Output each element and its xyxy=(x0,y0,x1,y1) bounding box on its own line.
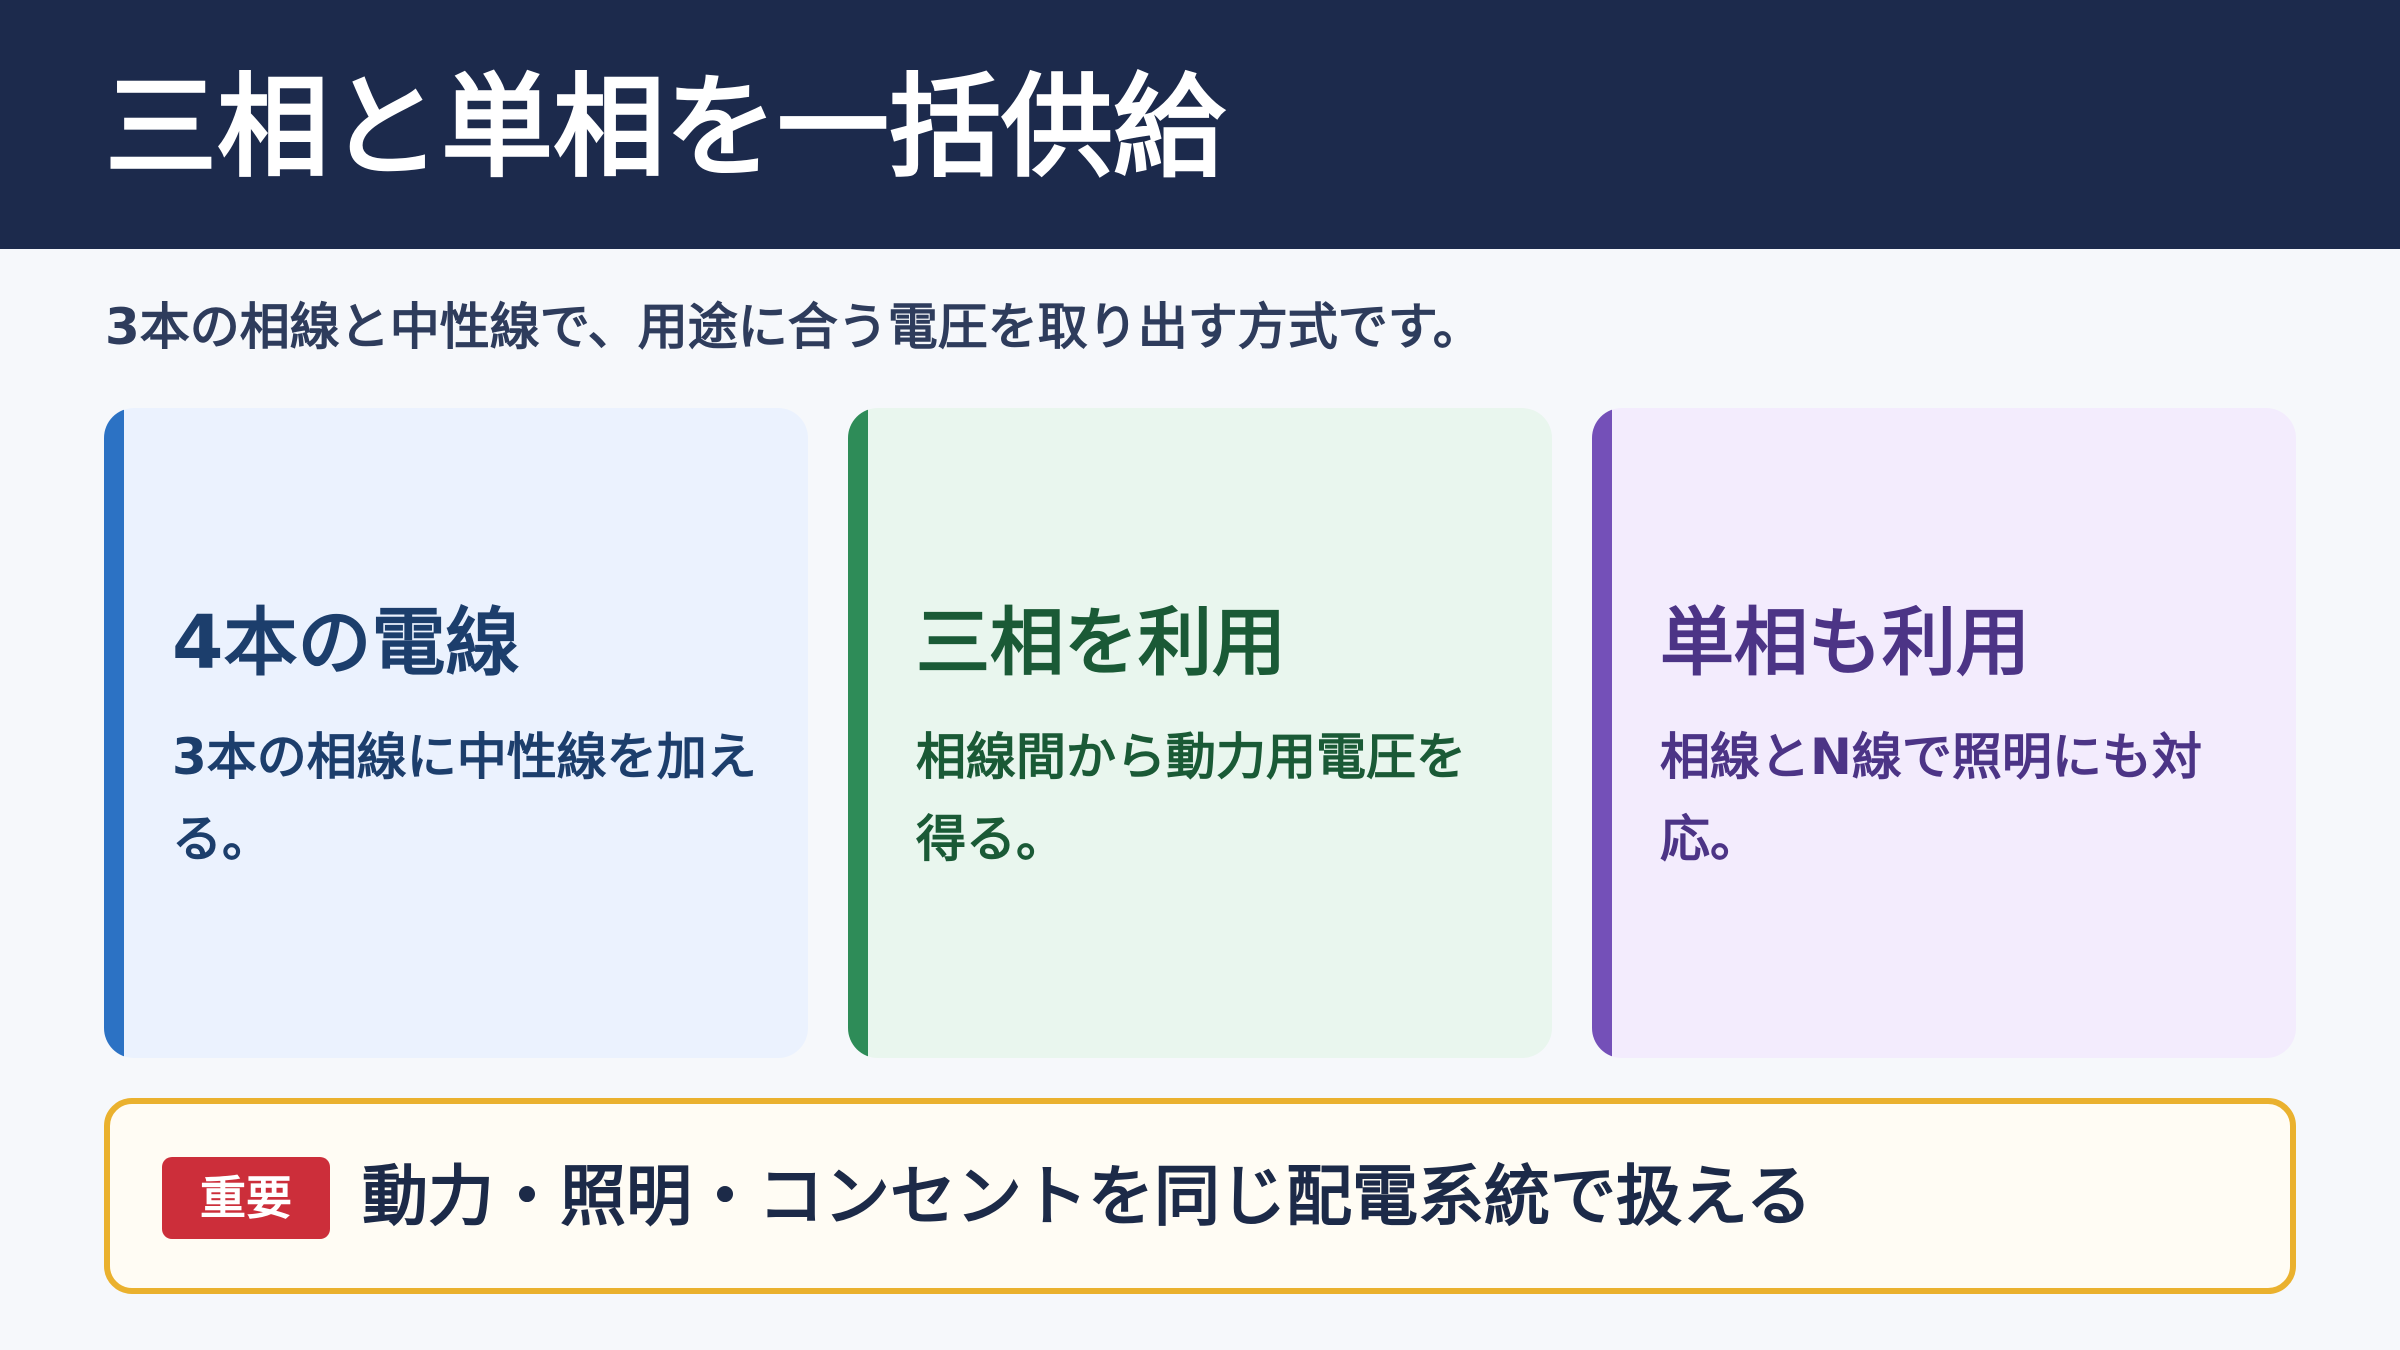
card-four-wires: 4本の電線 3本の相線に中性線を加える。 xyxy=(104,408,808,1058)
card-single-phase: 単相も利用 相線とN線で照明にも対応。 xyxy=(1592,408,2296,1058)
card-title: 三相を利用 xyxy=(916,600,1286,686)
page-title: 三相と単相を一括供給 xyxy=(105,63,1225,193)
card-accent-bar xyxy=(104,408,124,1058)
page-subtitle: 3本の相線と中性線で、用途に合う電圧を取り出す方式です。 xyxy=(105,298,1483,356)
important-badge: 重要 xyxy=(162,1157,330,1239)
card-body: 相線間から動力用電圧を得る。 xyxy=(916,728,1466,868)
card-accent-bar xyxy=(1592,408,1612,1058)
card-title: 4本の電線 xyxy=(172,600,520,686)
important-note: 重要 動力・照明・コンセントを同じ配電系統で扱える xyxy=(104,1098,2296,1294)
card-title: 単相も利用 xyxy=(1660,600,2030,686)
header-bar: 三相と単相を一括供給 xyxy=(0,0,2400,249)
card-body: 3本の相線に中性線を加える。 xyxy=(172,728,757,868)
card-accent-bar xyxy=(848,408,868,1058)
card-body: 相線とN線で照明にも対応。 xyxy=(1660,728,2202,868)
card-three-phase: 三相を利用 相線間から動力用電圧を得る。 xyxy=(848,408,1552,1058)
important-note-text: 動力・照明・コンセントを同じ配電系統で扱える xyxy=(362,1158,1813,1235)
